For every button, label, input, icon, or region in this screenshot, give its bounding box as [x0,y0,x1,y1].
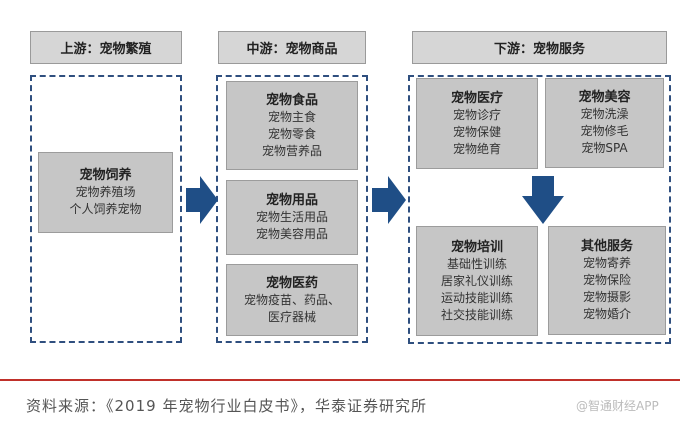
midstream-box: 宠物食品宠物主食宠物零食宠物营养品 [226,81,358,170]
downstream-box: 宠物医疗宠物诊疗宠物保健宠物绝育 [416,78,538,169]
midstream-box: 宠物医药宠物疫苗、药品、医疗器械 [226,264,358,336]
box-item: 宠物洗澡 [580,107,629,121]
midstream-header: 中游：宠物商品 [218,31,366,64]
downstream-box: 宠物美容宠物洗澡宠物修毛宠物SPA [545,78,664,168]
box-title: 宠物医药 [265,275,318,291]
box-item: 宠物零食 [267,126,316,141]
upstream-header: 上游：宠物繁殖 [30,31,182,64]
box-title: 宠物医疗 [450,90,503,106]
box-item: 社交技能训练 [440,307,513,322]
box-item: 居家礼仪训练 [440,273,513,288]
box-item: 宠物美容用品 [255,227,328,241]
box-item: 宠物摄影 [582,290,631,304]
box-title: 宠物饲养 [79,168,132,183]
downstream-header: 下游：宠物服务 [412,31,667,64]
box-item: 宠物生活用品 [255,210,328,224]
box-item: 医疗器械 [267,309,316,324]
right-arrow-icon [186,176,218,224]
upstream-box: 宠物饲养宠物养殖场个人饲养宠物 [38,152,173,233]
midstream-box: 宠物用品宠物生活用品宠物美容用品 [226,180,358,255]
downstream-container [408,75,671,344]
box-item: 运动技能训练 [440,290,513,305]
downstream-box: 宠物培训基础性训练居家礼仪训练运动技能训练社交技能训练 [416,226,538,336]
midstream-container [216,75,368,343]
right-arrow-icon [372,176,406,224]
box-item: 宠物寄养 [582,256,631,270]
upstream-container [30,75,182,343]
box-title: 宠物美容 [578,90,631,105]
watermark: @智通财经APP [576,399,659,413]
box-item: 宠物主食 [267,109,316,124]
box-item: 宠物婚介 [582,307,631,321]
box-item: 宠物绝育 [452,141,501,156]
box-item: 宠物保健 [452,124,501,139]
box-item: 宠物疫苗、药品、 [243,292,340,307]
divider [0,379,680,381]
box-item: 宠物营养品 [261,143,322,158]
box-title: 宠物食品 [265,92,318,108]
box-item: 个人饲养宠物 [69,202,142,216]
box-item: 宠物修毛 [580,124,629,138]
downstream-box: 其他服务宠物寄养宠物保险宠物摄影宠物婚介 [548,226,666,335]
down-arrow-icon [522,176,564,224]
box-title: 宠物培训 [450,239,503,255]
box-item: 宠物养殖场 [75,185,136,199]
box-item: 宠物诊疗 [452,107,501,122]
box-item: 宠物保险 [582,273,631,287]
source-note: 资料来源：《2019 年宠物行业白皮书》，华泰证券研究所 [26,397,427,415]
box-item: 宠物SPA [581,141,628,155]
box-item: 基础性训练 [446,256,507,271]
box-title: 其他服务 [580,239,633,254]
box-title: 宠物用品 [265,193,318,208]
